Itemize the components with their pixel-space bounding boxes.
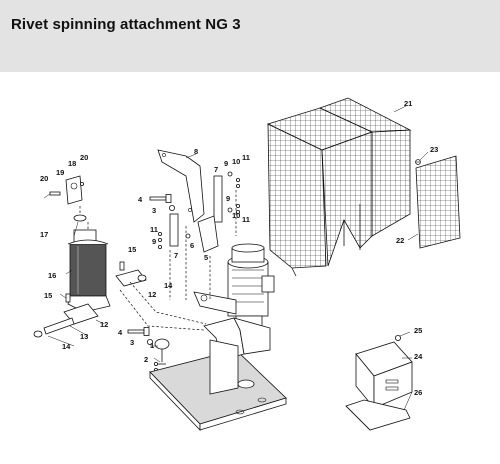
page-title: Rivet spinning attachment NG 3	[11, 16, 241, 33]
part-label-3a: 3	[152, 206, 156, 215]
part-label-25: 25	[414, 326, 422, 335]
part-label-21: 21	[404, 99, 412, 108]
header-bar: Rivet spinning attachment NG 3	[0, 0, 500, 72]
part-label-15a: 15	[128, 245, 136, 254]
exploded-parts-diagram: 21 23 22 8 7 9 10 11 9 10 11 4 3 11 9 7 …	[33, 97, 461, 431]
screw-23	[415, 159, 421, 165]
screw-25	[394, 334, 401, 341]
plate-7a	[213, 175, 223, 223]
screw-15-lower	[65, 293, 71, 303]
part-label-22: 22	[396, 236, 404, 245]
part-label-3b: 3	[130, 338, 134, 347]
part-label-16: 16	[48, 271, 56, 280]
part-label-9c: 9	[152, 237, 156, 246]
leader-lines	[43, 105, 429, 411]
part-label-18: 18	[68, 159, 76, 168]
part-label-26: 26	[414, 388, 422, 397]
part-label-11a: 11	[242, 153, 250, 162]
part-labels: 21 23 22 8 7 9 10 11 9 10 11 4 3 11 9 7 …	[40, 99, 438, 397]
part-label-14b: 14	[62, 342, 71, 351]
part-label-20a: 20	[80, 153, 88, 162]
part-label-23: 23	[430, 145, 438, 154]
part-label-2: 2	[144, 355, 148, 364]
upper-holder	[49, 175, 85, 205]
motor	[227, 243, 275, 331]
part-label-19: 19	[56, 168, 64, 177]
part-label-12a: 12	[148, 290, 156, 299]
part-label-10b: 10	[232, 211, 240, 220]
part-label-7b: 7	[174, 251, 178, 260]
part-label-14a: 14	[164, 281, 173, 290]
part-label-4b: 4	[118, 328, 123, 337]
assembly-lines	[79, 190, 237, 331]
part-label-20b: 20	[40, 174, 48, 183]
part-label-9a: 9	[224, 159, 228, 168]
spindle-arm	[193, 291, 237, 315]
washer-14-upper	[137, 274, 147, 282]
part-label-12b: 12	[100, 320, 108, 329]
guard-cage	[266, 97, 412, 277]
part-label-4a: 4	[138, 195, 143, 204]
machine-base	[149, 317, 287, 431]
cylinder-16	[67, 229, 111, 313]
bracket-8	[157, 149, 205, 223]
part-label-13: 13	[80, 332, 88, 341]
plate-7b	[169, 213, 179, 247]
part-label-7a: 7	[214, 165, 218, 174]
bolt-4-lower	[127, 327, 153, 345]
part-label-1: 1	[150, 341, 154, 350]
small-fasteners	[153, 171, 240, 372]
part-label-11c: 11	[150, 225, 158, 234]
part-label-8: 8	[194, 147, 198, 156]
part-label-10a: 10	[232, 157, 240, 166]
cover-24	[355, 341, 413, 410]
holder-5	[197, 215, 219, 253]
part-label-17: 17	[40, 230, 48, 239]
part-label-5: 5	[204, 253, 208, 262]
clamp-12-upper	[115, 269, 147, 287]
screw-15-upper	[119, 261, 125, 271]
part-label-6: 6	[190, 241, 194, 250]
side-mesh-panel	[415, 155, 461, 249]
part-label-9b: 9	[226, 194, 230, 203]
part-label-24: 24	[414, 352, 423, 361]
part-label-11b: 11	[242, 215, 250, 224]
bolt-4-top	[149, 194, 175, 211]
part-label-15b: 15	[44, 291, 52, 300]
nut-17	[73, 214, 87, 222]
tray-26	[345, 399, 411, 431]
knob-2	[154, 338, 170, 365]
pin-13	[33, 317, 75, 338]
